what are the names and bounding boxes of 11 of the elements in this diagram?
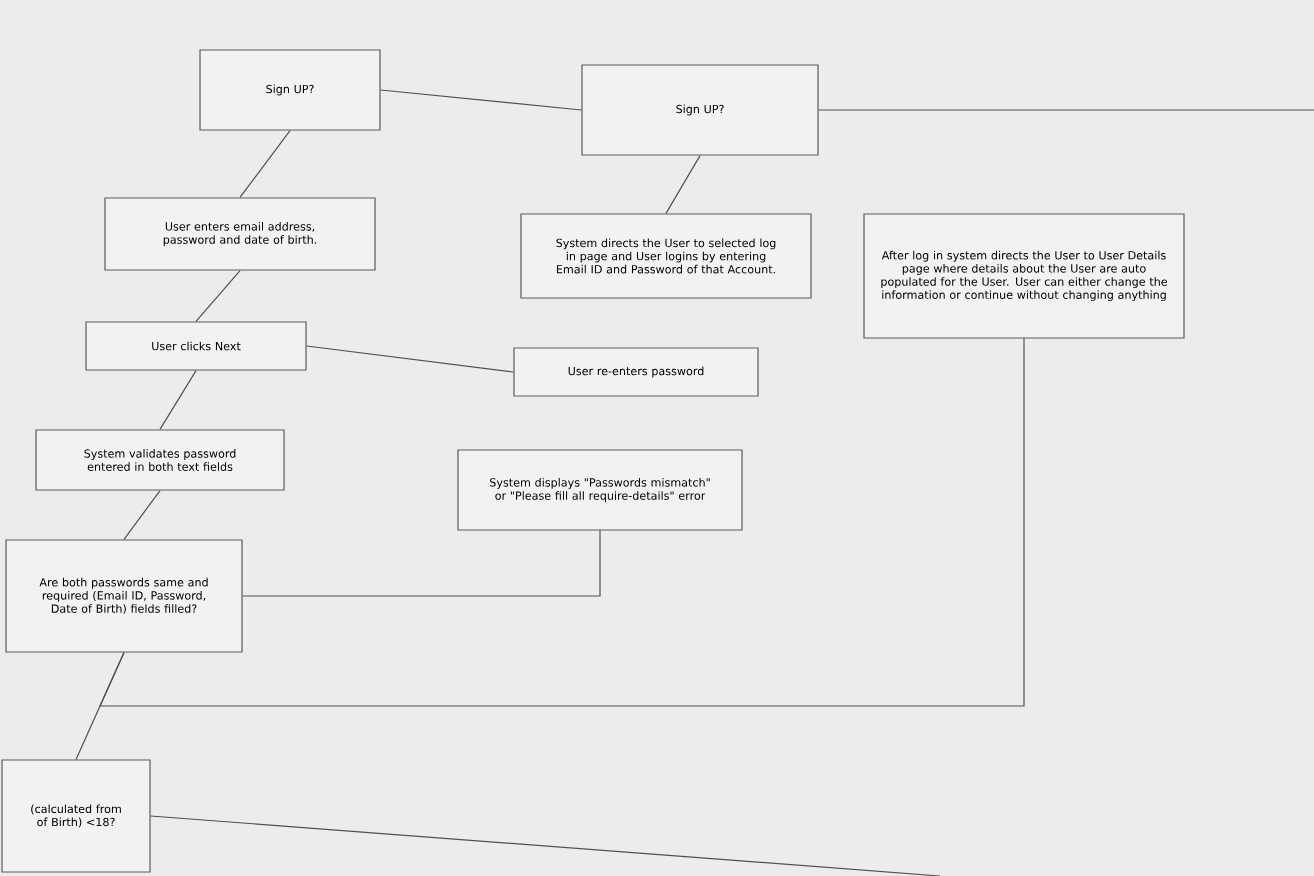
connector-line — [380, 89, 582, 111]
connector-line — [818, 109, 1314, 111]
connector-line — [306, 345, 514, 373]
connector-line — [665, 155, 701, 214]
connector-line — [239, 130, 291, 198]
connector-line — [150, 815, 941, 876]
connector-line — [123, 490, 161, 540]
connector-line — [242, 530, 601, 597]
connector-line — [99, 338, 1025, 707]
connector-line — [195, 270, 241, 322]
connector-line — [159, 370, 197, 430]
